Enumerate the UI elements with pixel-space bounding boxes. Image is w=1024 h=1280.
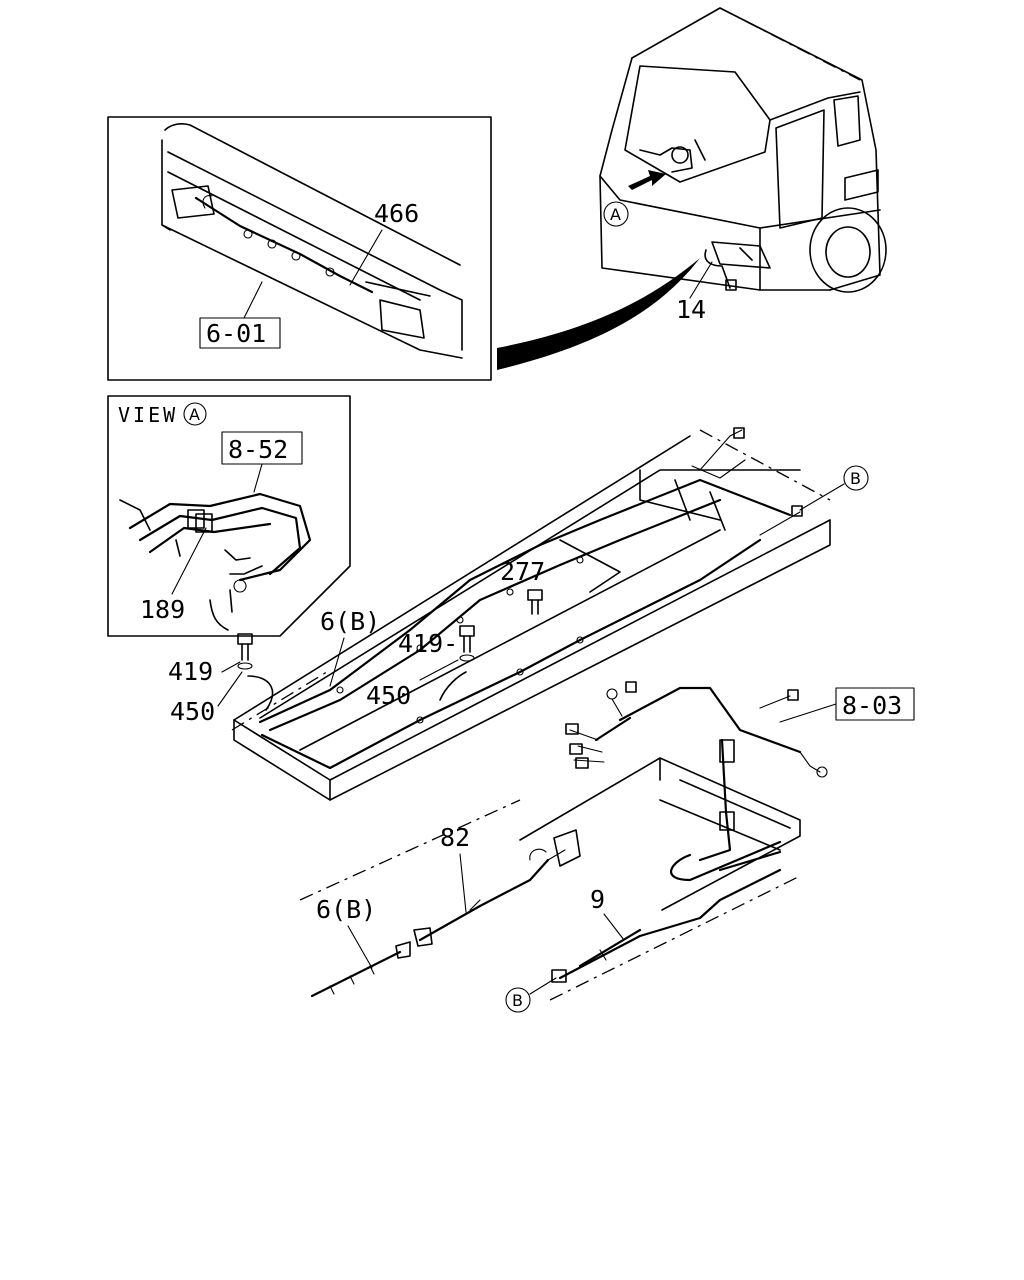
leader-9 [603, 913, 625, 941]
leader-82 [459, 853, 467, 913]
leader-189 [171, 527, 207, 595]
callout-8-03: 8-03 [842, 691, 902, 720]
svg-text:B: B [850, 469, 861, 488]
view-label-word: VIEW [118, 403, 178, 427]
svg-text:A: A [610, 205, 621, 224]
callout-419-left: 419 [168, 657, 213, 686]
bolt-277 [527, 589, 543, 615]
harness-82-drawing [413, 829, 581, 947]
harness-8-03-drawing [565, 681, 828, 778]
bolt-419-left [237, 633, 253, 670]
callout-419-mid: 419- [398, 629, 458, 658]
callout-14: 14 [676, 295, 706, 324]
detail-box-bumper [107, 116, 492, 381]
callout-9: 9 [590, 885, 605, 914]
box-6-01 [199, 317, 281, 349]
leader-419-left [221, 661, 241, 673]
circle-B-callout-bottom: B [505, 987, 531, 1013]
callout-6B-bottom: 6(B) [316, 895, 376, 924]
leader-8-52 [253, 463, 263, 493]
svg-text:B: B [512, 991, 523, 1010]
callout-277: 277 [500, 557, 545, 586]
fuel-tank-drawing [299, 738, 801, 1001]
harness-6B-bottom-drawing [310, 941, 411, 998]
leader-8-03 [779, 703, 837, 723]
leader-466 [349, 229, 383, 286]
callout-466: 466 [374, 199, 419, 228]
callout-450-mid: 450 [366, 681, 411, 710]
leader-B-bottom [529, 977, 557, 995]
leader-6-01 [243, 281, 263, 319]
callout-450-left: 450 [170, 697, 215, 726]
chassis-frame-drawing [231, 427, 831, 801]
detail-box-view-a [107, 395, 351, 637]
leader-450-mid [419, 659, 459, 681]
harness-9-drawing [551, 868, 782, 983]
callout-82: 82 [440, 823, 470, 852]
leader-B-top [799, 483, 845, 511]
callout-6B-top: 6(B) [320, 607, 380, 636]
callout-8-52: 8-52 [228, 435, 288, 464]
bolt-419-mid [459, 625, 475, 662]
leader-14 [689, 261, 713, 299]
leader-6B-bottom [347, 925, 373, 969]
callout-6-01: 6-01 [206, 319, 266, 348]
circle-A-callout-top: A [603, 201, 629, 227]
circle-A-view: A [183, 402, 207, 426]
leader-6B-top [329, 637, 345, 687]
svg-text:A: A [189, 405, 200, 424]
circle-B-callout-top: B [843, 465, 869, 491]
leader-450-left [217, 671, 243, 707]
zoom-wedge [497, 258, 700, 370]
truck-cab-drawing [599, 7, 887, 293]
callout-189: 189 [140, 595, 185, 624]
